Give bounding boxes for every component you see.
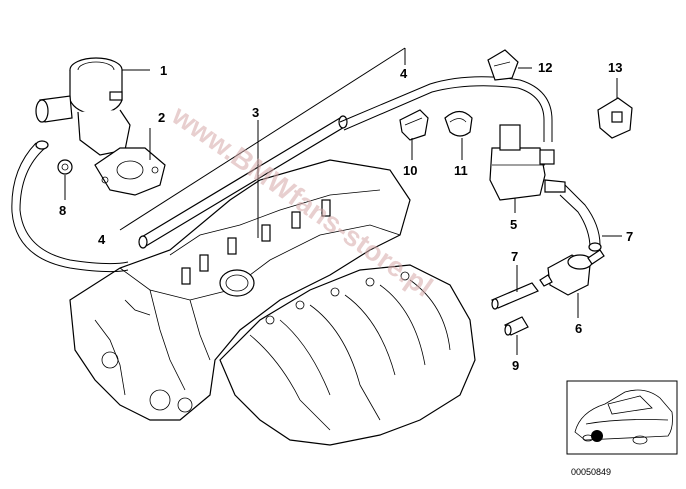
part-3-pipe xyxy=(138,115,348,249)
intake-manifold xyxy=(219,264,476,446)
callout-4-lower: 4 xyxy=(98,232,106,247)
car-locator-inset xyxy=(566,380,678,455)
callout-5: 5 xyxy=(510,217,517,232)
part-4-hose-upper xyxy=(339,76,553,142)
callout-6: 6 xyxy=(575,321,582,336)
callout-2: 2 xyxy=(158,110,165,125)
part-10-clip xyxy=(399,109,429,141)
part-1-valve-housing xyxy=(35,57,131,156)
part-2-gasket xyxy=(94,147,166,196)
part-7-hose-right xyxy=(559,184,602,252)
callout-9: 9 xyxy=(512,358,519,373)
callout-7-right: 7 xyxy=(626,229,633,244)
part-9-hose-piece xyxy=(504,316,529,336)
part-11-clip xyxy=(444,110,473,137)
part-4-hose-left xyxy=(11,140,129,273)
callout-7-lower: 7 xyxy=(511,249,518,264)
part-13-bracket xyxy=(597,97,633,139)
callout-1: 1 xyxy=(160,63,167,78)
callout-4-upper: 4 xyxy=(400,66,408,81)
part-5-solenoid-valve xyxy=(489,124,566,201)
callout-3: 3 xyxy=(252,105,259,120)
callout-11: 11 xyxy=(454,163,468,178)
callout-12: 12 xyxy=(538,60,552,75)
part-8-nut xyxy=(57,159,73,175)
part-6-filter xyxy=(539,249,605,296)
inset-frame xyxy=(566,380,678,455)
callout-13: 13 xyxy=(608,60,622,75)
part-7-hose-piece xyxy=(491,282,539,310)
part-12-clip xyxy=(487,49,519,81)
location-marker xyxy=(591,430,603,442)
leader-lines xyxy=(64,47,622,355)
engine-head xyxy=(69,159,411,421)
callout-10: 10 xyxy=(403,163,417,178)
callout-8: 8 xyxy=(59,203,66,218)
callout-labels: 1 2 3 4 4 5 6 7 7 8 9 10 11 12 13 xyxy=(59,60,633,373)
diagram-code: 00050849 xyxy=(571,467,611,477)
